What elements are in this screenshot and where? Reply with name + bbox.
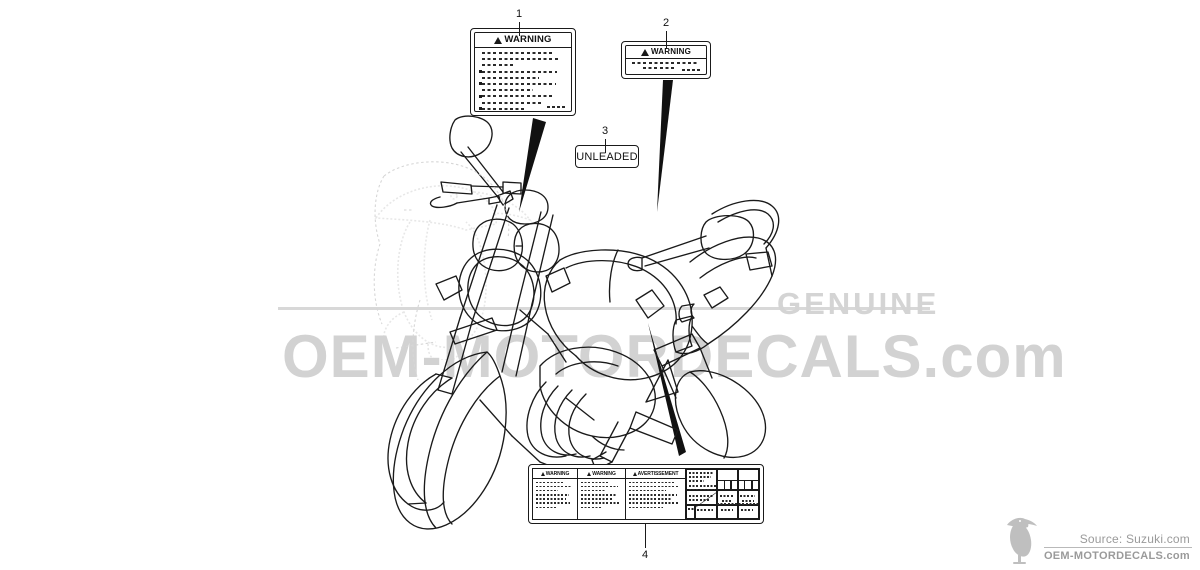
warning-label-2[interactable]: WARNING (621, 41, 711, 79)
watermark-toucan-icon (374, 185, 533, 360)
warning-label-1-footer-mark (547, 106, 567, 108)
warning-label-4-panel-1-header-text: WARNING (545, 470, 570, 477)
footer-brand: Source: Suzuki.com OEM-MOTORDECALS.com (1004, 512, 1192, 564)
warning-label-4-panel-2-header: WARNING (578, 469, 625, 479)
leader-1 (519, 118, 546, 212)
warning-label-4-panel-1-body (533, 479, 577, 509)
callout-4-number: 4 (641, 549, 649, 561)
warning-label-4-spec-table (686, 469, 759, 519)
warning-label-1-inner: WARNING (474, 32, 572, 112)
warning-triangle-icon (540, 471, 545, 476)
warning-triangle-icon (640, 48, 649, 56)
warning-label-4[interactable]: WARNING WARNING (528, 464, 764, 524)
callout-2-number: 2 (662, 17, 670, 29)
watermark-main-text: OEM-MOTORDECALS.com (282, 323, 1067, 390)
callout-2-stem (665, 31, 667, 49)
warning-label-2-header-text: WARNING (650, 47, 692, 56)
warning-label-2-body (626, 59, 706, 70)
footer-toucan-icon (1006, 517, 1037, 564)
warning-label-2-inner: WARNING (625, 45, 707, 75)
unleaded-label-text: UNLEADED (576, 150, 638, 163)
callout-3-number: 3 (601, 125, 609, 137)
callout-3-stem (604, 139, 606, 153)
warning-label-4-panel-2-body (578, 479, 625, 509)
watermark-rule (278, 307, 930, 310)
warning-label-1-header: WARNING (475, 33, 571, 48)
warning-label-1[interactable]: WARNING (470, 28, 576, 116)
warning-label-1-body (475, 48, 571, 111)
warning-label-4-panel-1: WARNING (533, 469, 578, 519)
warning-label-4-panel-3-header: AVERTISSEMENT (626, 469, 685, 479)
callout-1[interactable]: 1 (511, 9, 527, 36)
warning-label-2-header: WARNING (626, 46, 706, 59)
callout-1-number: 1 (515, 8, 523, 20)
callout-4[interactable]: 4 (637, 524, 653, 561)
callout-4-stem (644, 524, 646, 548)
warning-label-4-panels: WARNING WARNING (532, 468, 760, 520)
warning-triangle-icon (632, 471, 637, 476)
warning-label-4-panel-3-body (626, 479, 685, 509)
warning-label-4-panel-2: WARNING (578, 469, 626, 519)
warning-label-4-panel-1-header: WARNING (533, 469, 577, 479)
footer-divider (1043, 547, 1192, 548)
callout-1-stem (518, 22, 520, 36)
callout-2[interactable]: 2 (658, 18, 674, 49)
warning-label-4-panel-3: AVERTISSEMENT (626, 469, 686, 519)
footer-texts: Source: Suzuki.com OEM-MOTORDECALS.com (1043, 532, 1192, 564)
watermark-genuine-text: GENUINE (777, 286, 940, 321)
warning-label-1-header-text: WARNING (504, 34, 552, 46)
warning-label-4-panel-2-header-text: WARNING (592, 470, 616, 477)
warning-triangle-icon (494, 36, 503, 44)
warning-label-4-panel-3-header-text: AVERTISSEMENT (637, 470, 679, 477)
unleaded-label[interactable]: UNLEADED (575, 145, 639, 168)
warning-label-2-footer-mark (682, 69, 702, 71)
warning-triangle-icon (587, 471, 592, 476)
footer-source-text: Source: Suzuki.com (1079, 532, 1190, 546)
leader-2 (657, 80, 673, 212)
callout-3[interactable]: 3 (597, 126, 613, 153)
leader-4 (648, 323, 686, 456)
footer-site-text: OEM-MOTORDECALS.com (1043, 550, 1190, 562)
